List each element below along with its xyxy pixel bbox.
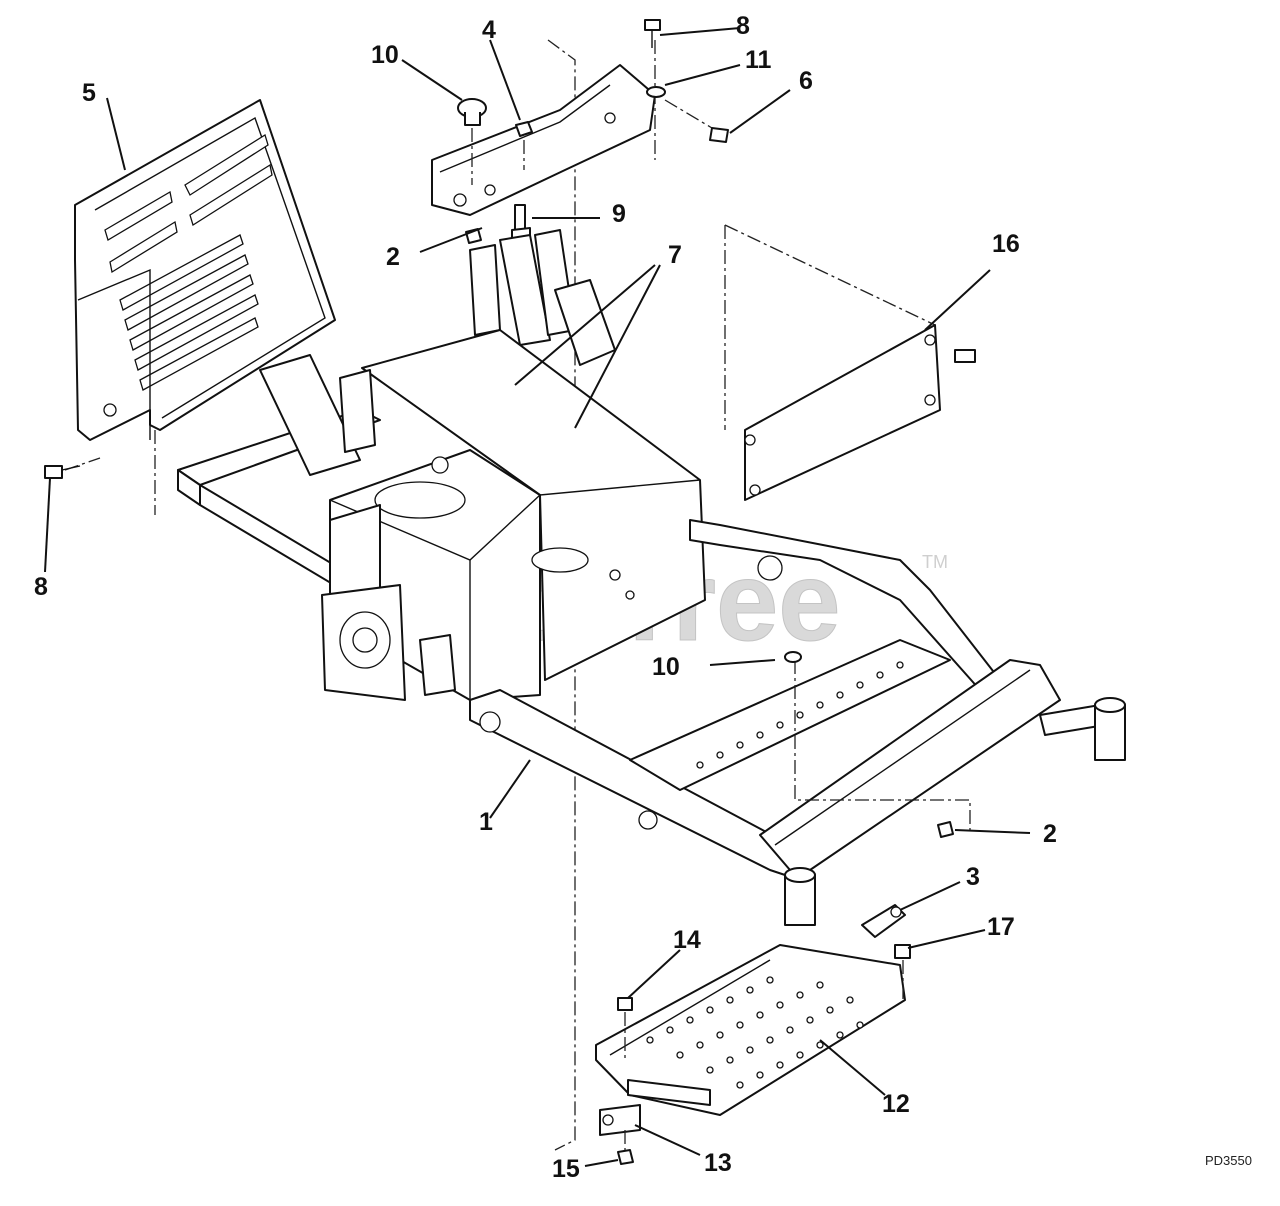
callout-9: 9	[612, 200, 626, 228]
bolt-6	[664, 99, 729, 143]
callout-1: 1	[479, 808, 493, 836]
leader-lines	[44, 27, 1031, 1167]
callout-14: 14	[673, 926, 701, 954]
callout-10-upper: 10	[371, 41, 399, 69]
bracket-13	[599, 1104, 641, 1136]
callout-7: 7	[668, 241, 682, 269]
bolt-8-upper	[644, 19, 661, 48]
spacer-10-lower	[784, 651, 802, 663]
callout-8-lower: 8	[34, 573, 48, 601]
bolt-9	[511, 204, 531, 241]
battery-box-panel	[724, 224, 976, 501]
seat-shield-part	[74, 99, 336, 441]
bolt-17	[894, 944, 911, 1000]
bolt-14	[617, 997, 633, 1060]
callout-8-upper: 8	[736, 12, 750, 40]
watermark-trademark: TM	[922, 552, 948, 572]
nut-2-lower	[937, 821, 954, 838]
center-plate-dash	[794, 660, 971, 830]
callout-12: 12	[882, 1090, 910, 1118]
washer-11	[646, 86, 666, 98]
callout-3: 3	[966, 863, 980, 891]
foot-plate-holes	[646, 976, 864, 1089]
bolt-left	[44, 465, 81, 479]
foot-plate-part	[595, 944, 906, 1116]
callout-16: 16	[992, 230, 1020, 258]
nut-4	[515, 121, 533, 170]
nut-15	[617, 1149, 634, 1165]
seat-shield-vent-slots	[119, 234, 259, 391]
knob-part	[457, 98, 487, 185]
callout-2-lower: 2	[1043, 820, 1057, 848]
callout-13: 13	[704, 1149, 732, 1177]
callout-10-lower: 10	[652, 653, 680, 681]
callout-15: 15	[552, 1155, 580, 1183]
callout-2-upper: 2	[386, 243, 400, 271]
callouts: 5 10 4 8 11 6 2 9 7 16 8 10 1 2 3 17 14 …	[34, 12, 1057, 1183]
upper-console-bracket	[431, 64, 656, 216]
callout-17: 17	[987, 913, 1015, 941]
drawing-code: PD3550	[1205, 1153, 1252, 1168]
main-frame-part	[177, 329, 1126, 926]
bracket-3	[861, 904, 906, 938]
callout-11: 11	[745, 46, 772, 74]
callout-4: 4	[482, 16, 496, 44]
callout-5: 5	[82, 79, 96, 107]
cross-plate-holes	[696, 661, 904, 769]
callout-6: 6	[799, 67, 813, 95]
